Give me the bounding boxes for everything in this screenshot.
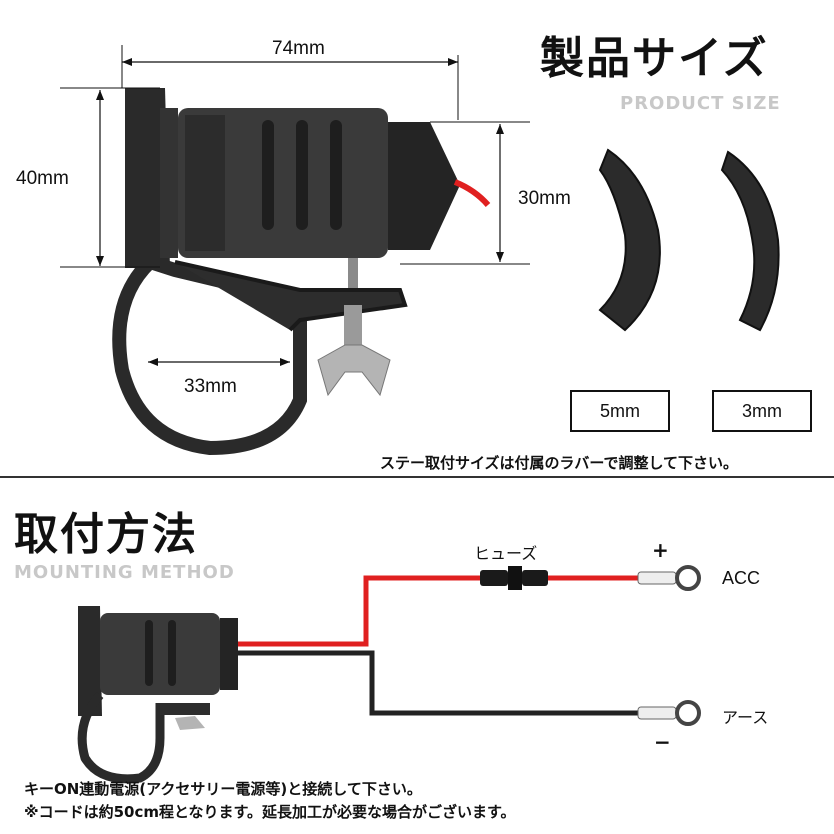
acc-terminal-sleeve [637,571,677,585]
wire-negative [238,650,640,716]
mini-socket-body [100,613,220,695]
fuse-holder [480,570,508,586]
mini-wing-nut [175,716,205,730]
section-divider [0,476,834,478]
rubber-spacer-3mm [720,150,780,332]
mounting-title: 取付方法 [14,509,198,560]
fuse-label: ヒューズ [474,544,538,563]
rubber-spacer-5mm [598,148,661,332]
plus-sign: + [652,538,669,562]
socket-tail [388,122,460,250]
wing-nut [317,344,391,397]
mini-clamp [77,692,165,784]
dim-height-label: 40mm [16,168,69,189]
product-size-subtitle: PRODUCT SIZE [620,93,781,114]
dim-length-label: 74mm [272,38,325,59]
acc-ring-terminal [675,565,701,591]
rubber-3mm-box: 3mm [712,390,812,432]
dim-clamp-label: 33mm [184,376,237,397]
acc-label: ACC [722,568,761,588]
mounting-section: 取付方法 MOUNTING METHOD ヒューズ + ACC アース − キー… [0,478,834,834]
ground-ring-terminal [675,700,701,726]
connection-note: キーON連動電源(アクセサリー電源等)と接続して下さい。 [24,780,422,798]
product-size-section: 製品サイズ PRODUCT SIZE 74mm 40mm 30mm 33mm 5… [16,33,812,472]
product-size-title: 製品サイズ [540,33,769,84]
ground-label: アース [722,708,769,727]
socket-cap [125,88,170,268]
product-illustration [60,45,780,456]
cord-length-note: ※コードは約50cm程となります。延長加工が必要な場合がございます。 [24,803,516,821]
wire-stub [453,179,491,208]
mounting-subtitle: MOUNTING METHOD [14,562,235,583]
clamp-arm [174,260,408,332]
bolt-lower [344,305,362,345]
wire-positive [238,575,480,647]
clamp-ring [112,254,307,456]
minus-sign: − [654,730,671,754]
socket-collar [160,108,178,258]
bolt [348,258,358,288]
dim-front-label: 30mm [518,188,571,209]
mini-socket-cap [78,606,102,716]
rubber-note: ステー取付サイズは付属のラバーで調整して下さい。 [380,454,739,472]
ground-terminal-sleeve [637,706,677,720]
rubber-5mm-box: 5mm [570,390,670,432]
wiring-diagram [77,565,701,784]
